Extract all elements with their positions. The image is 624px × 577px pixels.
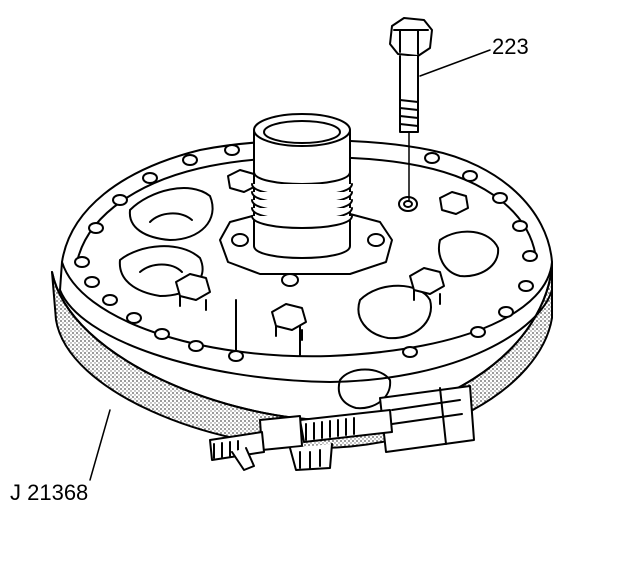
internal-bolt-heads bbox=[175, 169, 469, 341]
leader-223 bbox=[419, 49, 491, 77]
callout-223: 223 bbox=[492, 34, 529, 59]
stator-shaft bbox=[251, 113, 353, 259]
rim-holes bbox=[74, 144, 538, 362]
leader-j21368 bbox=[89, 409, 111, 481]
bolt-223 bbox=[389, 17, 433, 201]
callout-j21368: J 21368 bbox=[10, 480, 89, 505]
pump-cavities bbox=[118, 187, 500, 410]
clamp-mechanism bbox=[209, 385, 475, 471]
leader-lines bbox=[89, 49, 491, 481]
